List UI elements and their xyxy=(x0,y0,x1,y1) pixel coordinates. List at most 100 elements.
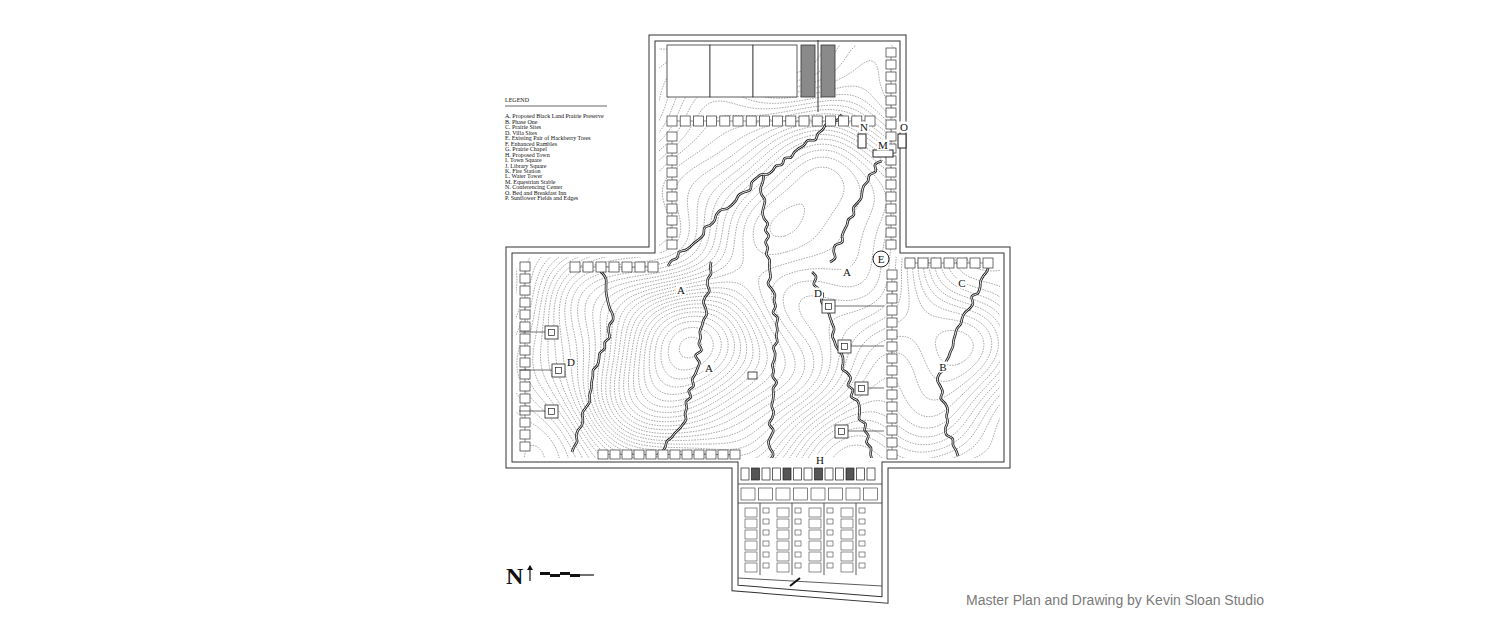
lot xyxy=(520,418,530,427)
map-letter: C xyxy=(957,278,966,289)
map-letter: N xyxy=(859,122,869,133)
lot xyxy=(667,116,677,126)
lot xyxy=(667,144,677,153)
lot xyxy=(720,116,730,126)
town-block xyxy=(741,488,755,500)
field-road xyxy=(818,40,819,112)
lot xyxy=(667,192,677,201)
map-letter: H xyxy=(815,455,825,466)
lot xyxy=(670,450,680,459)
legend-entry: I. Town Square xyxy=(505,157,542,163)
lot xyxy=(931,258,941,268)
villa-house xyxy=(839,429,845,435)
villa-site xyxy=(552,364,565,377)
town-lot xyxy=(763,519,769,524)
stream-bank xyxy=(937,265,988,456)
stream-bank xyxy=(572,269,613,452)
map-letter: D xyxy=(813,288,823,299)
contour-line xyxy=(559,114,992,478)
town-building xyxy=(773,468,781,480)
lot xyxy=(839,116,849,126)
stream-water xyxy=(761,176,778,460)
lot xyxy=(520,370,530,379)
lot xyxy=(957,258,967,268)
lot xyxy=(887,354,897,363)
contour-line xyxy=(500,30,1020,478)
town-lot xyxy=(827,508,833,513)
lot xyxy=(886,180,896,189)
contour-line xyxy=(610,157,860,433)
contour-line xyxy=(517,60,1020,478)
contour-line xyxy=(601,144,886,440)
lot xyxy=(886,84,896,93)
town-lot xyxy=(745,563,757,572)
town-lot xyxy=(763,563,769,568)
town-lot xyxy=(745,552,757,561)
villa-site xyxy=(545,326,558,339)
legend-entry: D. Villa Sites xyxy=(505,130,537,136)
contour-line xyxy=(655,316,728,387)
town-lot xyxy=(795,552,801,557)
town-lot xyxy=(777,552,789,561)
sunflower-field xyxy=(667,45,710,97)
villa-house xyxy=(826,304,832,310)
scale-bar xyxy=(570,574,580,577)
lot xyxy=(694,450,704,459)
town-lot xyxy=(795,508,801,513)
lot xyxy=(746,116,756,126)
lot xyxy=(887,318,897,327)
lot xyxy=(648,262,658,272)
contour-line xyxy=(500,30,1020,478)
contour-line xyxy=(628,296,759,417)
villa-site xyxy=(838,340,851,353)
lot xyxy=(520,442,530,451)
contour-line xyxy=(500,30,1020,478)
lot xyxy=(730,450,740,459)
building xyxy=(898,134,906,148)
town-lot xyxy=(745,519,757,528)
town-block xyxy=(759,488,773,500)
lot xyxy=(887,294,897,303)
town-lot xyxy=(859,519,865,524)
map-letter: M xyxy=(877,140,889,151)
lot xyxy=(887,366,897,375)
lot xyxy=(520,346,530,355)
contour-line xyxy=(565,118,984,475)
lot xyxy=(707,116,717,126)
villa-site xyxy=(855,382,868,395)
contour-line xyxy=(525,79,1020,478)
contour-line xyxy=(633,300,753,412)
lot xyxy=(887,414,897,423)
town-lot xyxy=(745,530,757,539)
lot xyxy=(886,60,896,69)
lot xyxy=(680,116,690,126)
town-lot xyxy=(827,563,833,568)
town-building xyxy=(762,468,770,480)
hatched-field xyxy=(821,45,835,97)
town-lot xyxy=(841,563,853,572)
villa-drive xyxy=(828,306,884,307)
map-letter: A xyxy=(676,285,686,296)
lot xyxy=(886,120,896,129)
lot xyxy=(812,116,822,126)
scale-bar xyxy=(580,574,594,575)
lot xyxy=(520,334,530,343)
contour-line xyxy=(585,130,912,456)
town-lot xyxy=(827,519,833,524)
contour-line xyxy=(533,89,1016,478)
stream-bank xyxy=(830,161,882,262)
town-lot xyxy=(841,552,853,561)
town xyxy=(738,468,882,586)
legend-entry: E. Existing Pair of Hackberry Trees xyxy=(505,135,591,141)
town-lot xyxy=(795,530,801,535)
hatched-field xyxy=(801,45,815,97)
building xyxy=(858,134,866,148)
stream-water xyxy=(668,114,841,266)
lot xyxy=(887,402,897,411)
water-tower-path xyxy=(790,578,800,586)
town-lot xyxy=(777,519,789,528)
lot xyxy=(520,430,530,439)
stream-bank xyxy=(812,272,872,460)
scale-bar xyxy=(550,574,560,577)
town-lot xyxy=(795,541,801,546)
